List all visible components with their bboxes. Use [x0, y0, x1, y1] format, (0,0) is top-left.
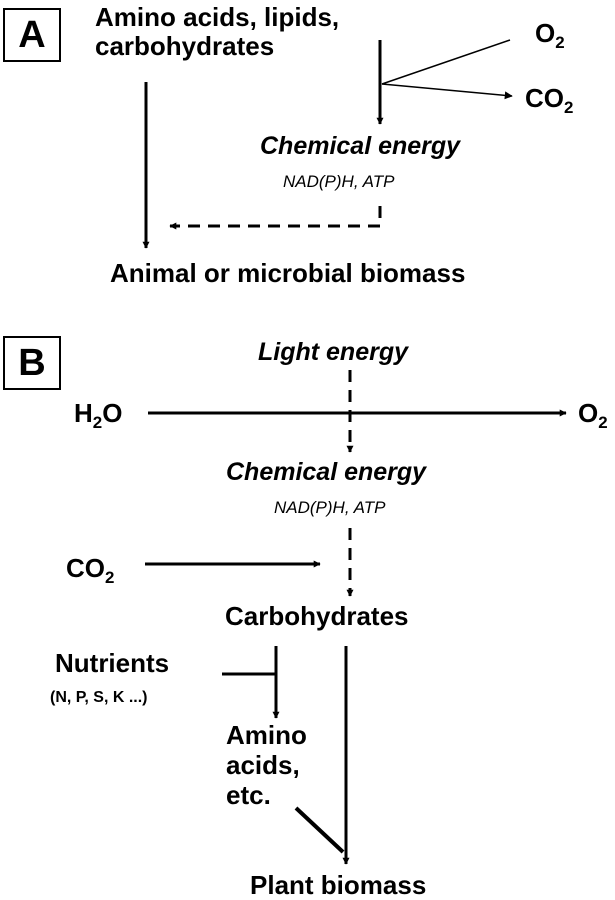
- line-a-o2-in: [381, 39, 511, 85]
- panel-b-co2: CO2: [66, 553, 115, 587]
- arrow-a-co2-out: [381, 83, 513, 100]
- panel-b-carbohydrates: Carbohydrates: [225, 601, 409, 631]
- panel-a-o2: O2: [535, 18, 565, 52]
- panel-b-light-energy: Light energy: [258, 338, 409, 366]
- panel-b-o2: O2: [578, 398, 608, 432]
- panel-a-biomass: Animal or microbial biomass: [110, 258, 466, 288]
- panel-b-amino-line2: acids,: [226, 750, 300, 780]
- line-b-amino-to-biomass: [294, 806, 345, 854]
- panel-b-h2o: H2O: [74, 398, 123, 432]
- panel-b-biomass: Plant biomass: [250, 870, 427, 900]
- panel-b-nutrients-list: (N, P, S, K ...): [50, 689, 148, 706]
- panel-a-label: A: [18, 14, 46, 56]
- panel-a-label-box: A: [3, 8, 61, 62]
- arrow-a-energy-to-biomass: [169, 206, 382, 230]
- panel-a-chemical-energy-carriers: NAD(P)H, ATP: [283, 172, 395, 191]
- panel-a-inputs-line1: Amino acids, lipids,: [95, 2, 340, 32]
- panel-b-chemical-energy-carriers: NAD(P)H, ATP: [274, 498, 386, 517]
- panel-a-co2: CO2: [525, 83, 574, 117]
- panel-b-amino-line3: etc.: [226, 780, 271, 810]
- panel-b-label-box: B: [3, 336, 61, 390]
- panel-a-chemical-energy: Chemical energy: [260, 132, 461, 160]
- panel-b-nutrients: Nutrients: [55, 648, 170, 678]
- panel-b-amino-line1: Amino: [226, 720, 307, 750]
- panel-b-label: B: [18, 342, 46, 384]
- panel-b-chemical-energy: Chemical energy: [226, 458, 427, 486]
- panel-a-inputs-line2: carbohydrates: [95, 31, 275, 61]
